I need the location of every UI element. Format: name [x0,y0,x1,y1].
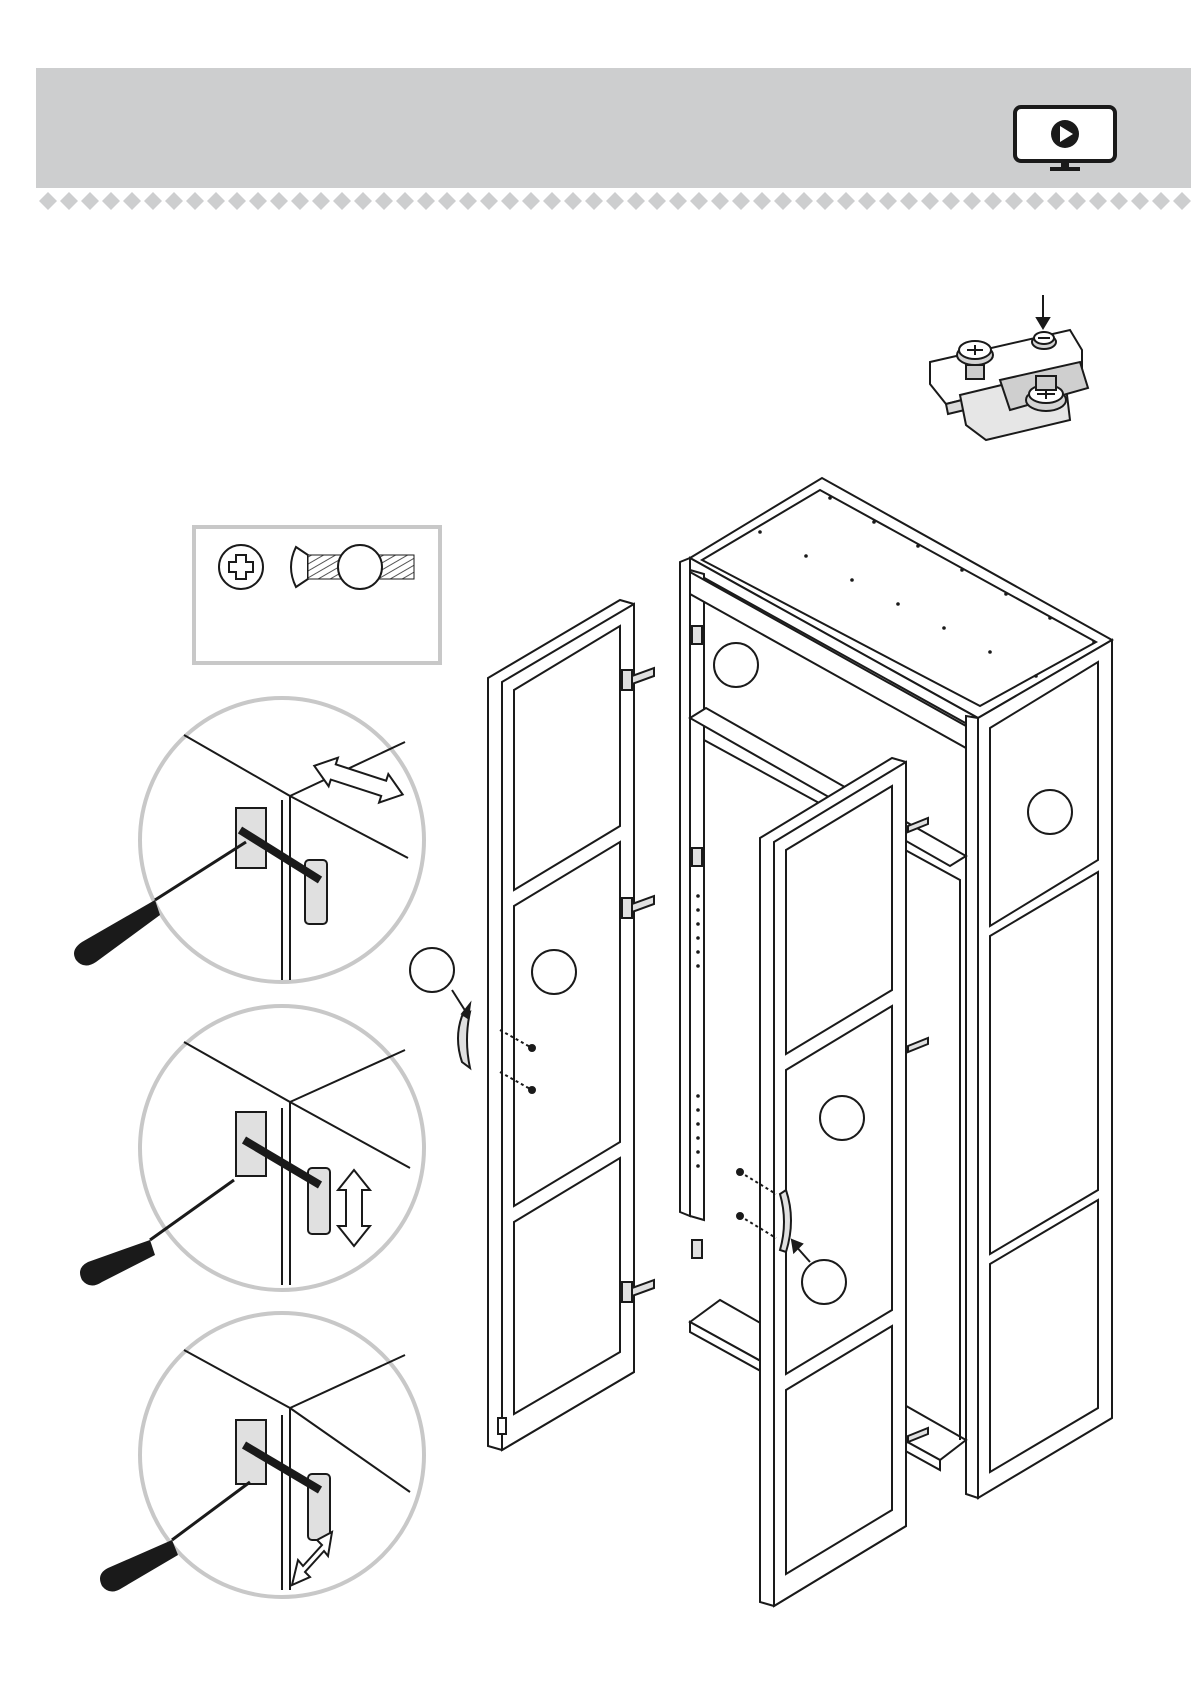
pin-hole [942,626,946,630]
pin-hole [896,602,900,606]
right-door-panel [760,758,906,1606]
pin-hole [696,1122,700,1126]
pin-hole [696,922,700,926]
callout-right-handle [802,1260,846,1304]
callout-left-door [532,950,576,994]
pin-hole [1048,616,1052,620]
callout-left-handle [410,948,454,992]
hinge-depth-adjustment-inset [100,1313,424,1597]
callout-cabinet-side [1028,790,1072,834]
pin-hole [696,1094,700,1098]
pin-hole [1034,674,1038,678]
cam-hinge-plate-detail [930,295,1088,440]
pin-hole [804,554,808,558]
pin-hole [960,568,964,572]
pin-hole [696,894,700,898]
pin-hole [696,908,700,912]
pin-hole [696,936,700,940]
pin-hole [696,1164,700,1168]
hinge-height-adjustment-inset [80,1006,424,1290]
hardware-box [194,527,440,663]
pin-hole [758,530,762,534]
pin-hole [696,1150,700,1154]
pin-hole [850,578,854,582]
hinge-side-adjustment-inset [74,698,424,982]
pin-hole [696,964,700,968]
pin-hole [696,950,700,954]
pin-hole [988,650,992,654]
pin-hole [696,1136,700,1140]
pin-hole [916,544,920,548]
pin-hole [1092,640,1096,644]
left-door-panel [488,600,634,1450]
callout-right-door [820,1096,864,1140]
pin-hole [872,520,876,524]
callout-cabinet-top [714,643,758,687]
pin-hole [1004,592,1008,596]
phillips-screwdriver-head-icon [219,545,263,589]
pin-hole [828,496,832,500]
pin-hole [696,1108,700,1112]
